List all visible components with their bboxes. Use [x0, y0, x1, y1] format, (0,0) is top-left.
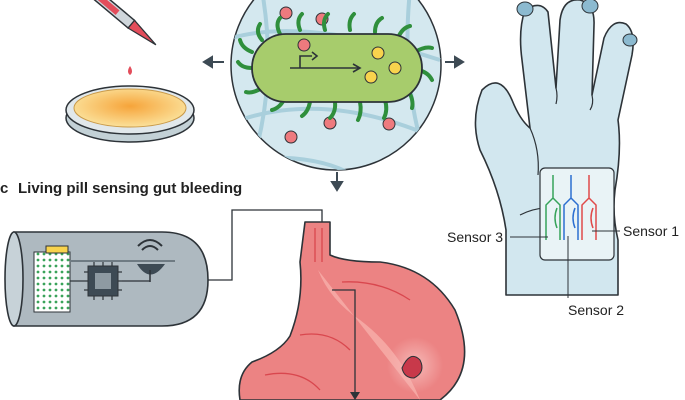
sensor-leaders: [510, 230, 620, 298]
chip-icon: [70, 262, 150, 300]
sensor-patch: [539, 167, 615, 261]
sensor-3-label: Sensor 3: [447, 229, 503, 245]
hand: [474, 0, 638, 298]
sensor-2-label: Sensor 2: [568, 302, 624, 318]
sensor-1-label: Sensor 1: [623, 223, 679, 239]
red-particles: [279, 6, 396, 144]
living-pill: [4, 231, 209, 327]
drop-icon: [128, 66, 132, 75]
wireless-antenna-icon: [137, 239, 165, 282]
dropper: [81, 0, 157, 75]
bacterium: [236, 12, 434, 122]
stomach: [238, 221, 466, 400]
panel-c-letter: c: [0, 180, 8, 197]
flow-arrows: [202, 55, 465, 192]
panel-c-title: Living pill sensing gut bleeding: [18, 180, 242, 197]
bacterium-circle: [230, 0, 442, 171]
sensor-traces: [545, 175, 597, 240]
bleeding-site-icon: [401, 355, 423, 379]
petri-dish: [65, 85, 195, 143]
